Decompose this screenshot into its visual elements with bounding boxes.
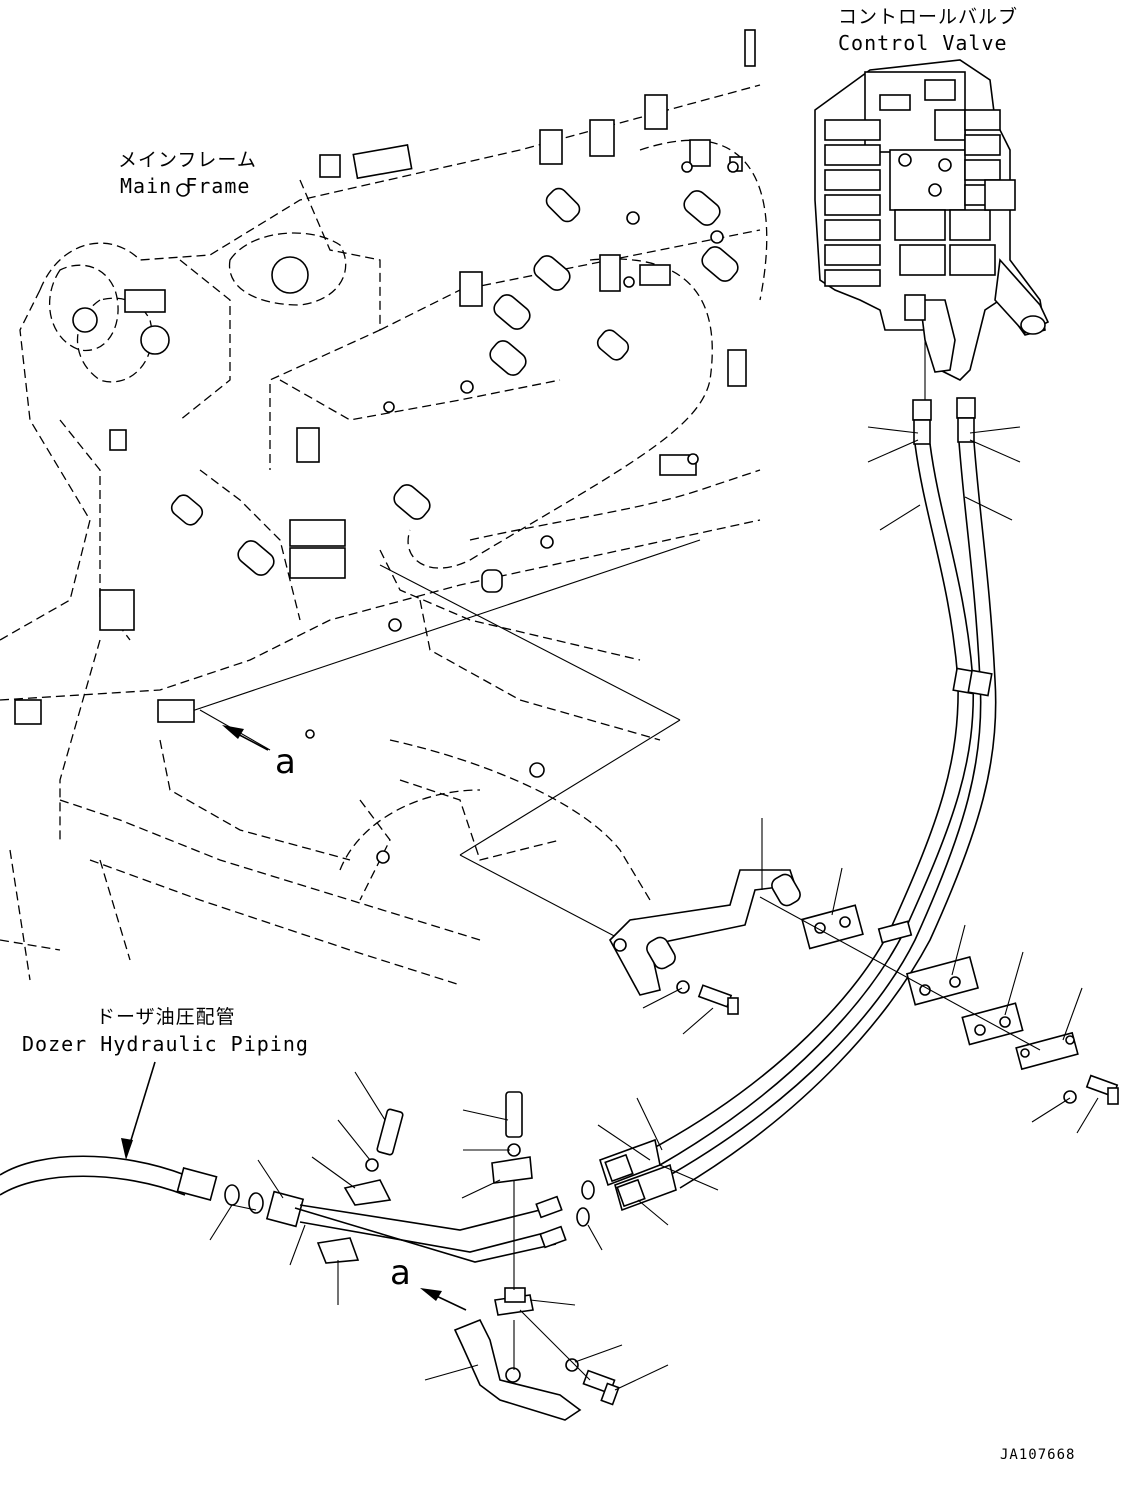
dozer-piping-label-en: Dozer Hydraulic Piping (22, 1032, 309, 1056)
main-frame-construction-lines (179, 539, 701, 961)
frame-boss-blocks (14, 29, 756, 725)
main-frame-label-jp: メインフレーム (118, 149, 257, 171)
view-reference-a-lower: a (390, 1253, 411, 1293)
view-arrow-a-lower (420, 1288, 467, 1311)
part-leader-lines (209, 426, 1099, 1391)
view-arrow-a-upper (222, 725, 269, 751)
main-frame-outline (0, 84, 768, 986)
view-reference-a-upper: a (275, 742, 296, 782)
main-frame-label-en: Main Frame (120, 174, 251, 198)
control-valve-label-jp: コントロールバルブ (838, 6, 1019, 28)
dozer-piping-leader (121, 1061, 156, 1160)
dozer-piping-label-jp: ドーザ油圧配管 (96, 1006, 236, 1028)
control-valve (814, 59, 1050, 381)
drawing-code: JA107668 (1000, 1447, 1076, 1463)
frame-cylinder-spacers (72, 161, 739, 864)
pilot-hoses (599, 340, 997, 1212)
dozer-hydraulic-piping (0, 1091, 620, 1421)
control-valve-label-en: Control Valve (838, 31, 1008, 55)
hose-clamp-assembly-right (609, 869, 1119, 1105)
